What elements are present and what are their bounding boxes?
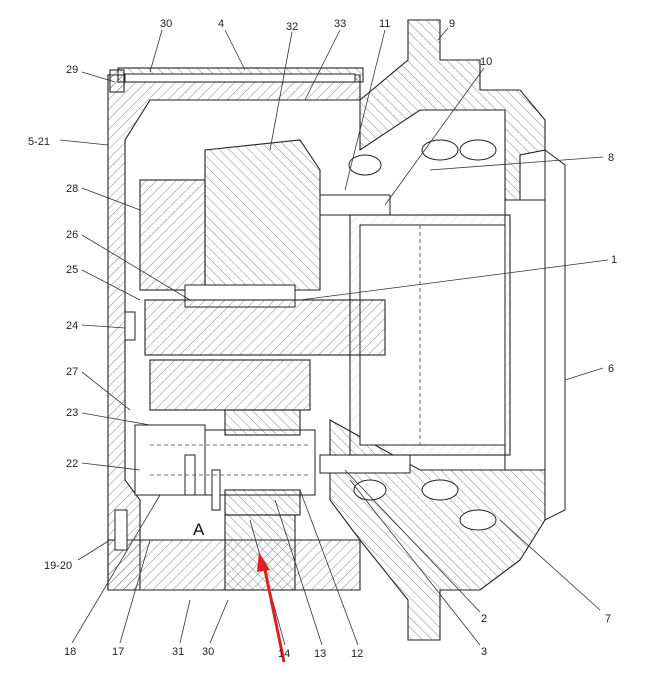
callout-11: 11 [379, 18, 390, 30]
callout-33: 33 [334, 18, 346, 30]
callout-30-top: 30 [160, 18, 172, 30]
callout-6: 6 [608, 363, 614, 375]
callout-25: 25 [66, 264, 78, 276]
callout-28: 28 [66, 183, 78, 195]
callout-23: 23 [66, 407, 78, 419]
callout-22: 22 [66, 458, 78, 470]
callout-29: 29 [66, 64, 78, 76]
callout-27: 27 [66, 366, 78, 378]
bearings [319, 139, 497, 531]
callout-5-21: 5-21 [28, 136, 50, 148]
section-label-a: A [193, 520, 205, 539]
housing [107, 67, 364, 591]
callout-31: 31 [172, 646, 184, 658]
red-indicator-arrow [257, 552, 286, 663]
callout-4: 4 [218, 18, 224, 30]
callout-3: 3 [481, 646, 487, 658]
callout-18: 18 [64, 646, 76, 658]
callout-1: 1 [611, 254, 617, 266]
callout-12: 12 [351, 648, 363, 660]
callout-2: 2 [481, 613, 487, 625]
planet-gear-lower [114, 359, 316, 551]
callout-30-bottom: 30 [202, 646, 214, 658]
sun-shaft [124, 299, 386, 356]
callout-19-20: 19-20 [44, 560, 72, 572]
callout-14: 14 [278, 648, 290, 660]
callout-24: 24 [66, 320, 78, 332]
callout-8: 8 [608, 152, 614, 164]
callout-26: 26 [66, 229, 78, 241]
leader-lines [59, 27, 609, 646]
callout-13: 13 [314, 648, 326, 660]
tie-bolt [124, 73, 356, 83]
callout-7: 7 [605, 613, 611, 625]
callout-10: 10 [480, 56, 492, 68]
callout-9: 9 [449, 18, 455, 30]
callout-17: 17 [112, 646, 124, 658]
callout-32: 32 [286, 21, 298, 33]
planet-gear-upper [139, 139, 321, 308]
